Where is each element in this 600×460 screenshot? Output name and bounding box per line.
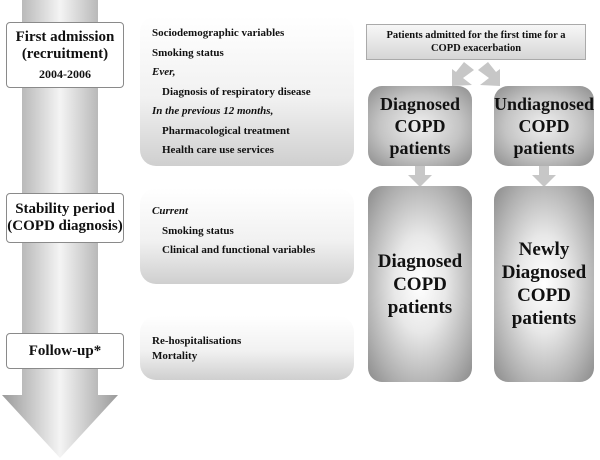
- box-line: Health care use services: [162, 144, 274, 156]
- phase-subtitle: 2004-2006: [39, 66, 91, 81]
- group-label: Diagnosed COPD patients: [377, 250, 463, 318]
- phase-stability-period: Stability period (COPD diagnosis): [6, 193, 124, 243]
- stability-variables-box: Current Smoking status Clinical and func…: [140, 188, 354, 284]
- box-line: Diagnosis of respiratory disease: [162, 85, 311, 98]
- diagnosed-copd-group: Diagnosed COPD patients: [368, 86, 472, 166]
- arrow-diagnosed-down: [408, 166, 432, 187]
- box-line: Pharmacological treatment: [162, 124, 290, 137]
- arrow-to-diagnosed: [452, 62, 474, 86]
- phase-follow-up: Follow-up*: [6, 333, 124, 369]
- group-label: Undiagnosed COPD patients: [493, 94, 595, 158]
- admission-variables-box: Sociodemographic variables Smoking statu…: [140, 16, 354, 166]
- cohort-entry-box: Patients admitted for the first time for…: [366, 24, 586, 60]
- phase-title: Follow-up*: [28, 342, 102, 359]
- box-line: Re-hospitalisations: [152, 335, 242, 347]
- phase-title: First admission (recruitment): [15, 28, 115, 62]
- arrow-to-undiagnosed: [478, 62, 500, 86]
- box-line: Ever,: [152, 66, 176, 78]
- box-line: Mortality: [152, 350, 198, 362]
- cohort-entry-text: Patients admitted for the first time for…: [386, 30, 566, 54]
- followup-variables-box: Re-hospitalisations Mortality: [140, 316, 354, 380]
- box-line: Smoking status: [162, 224, 234, 237]
- arrow-undiagnosed-down: [532, 166, 556, 187]
- box-line: Clinical and functional variables: [162, 244, 316, 256]
- box-line: Current: [152, 205, 189, 217]
- newly-diagnosed-copd-group: Newly Diagnosed COPD patients: [494, 186, 594, 382]
- box-line: Smoking status: [152, 46, 224, 59]
- box-line: Sociodemographic variables: [152, 27, 285, 39]
- group-label: Newly Diagnosed COPD patients: [501, 239, 587, 329]
- phase-title: Stability period (COPD diagnosis): [7, 201, 123, 234]
- diagnosed-copd-final-group: Diagnosed COPD patients: [368, 186, 472, 382]
- group-label: Diagnosed COPD patients: [379, 94, 460, 158]
- phase-first-admission: First admission (recruitment) 2004-2006: [6, 22, 124, 88]
- box-line: In the previous 12 months,: [152, 105, 274, 117]
- undiagnosed-copd-group: Undiagnosed COPD patients: [494, 86, 594, 166]
